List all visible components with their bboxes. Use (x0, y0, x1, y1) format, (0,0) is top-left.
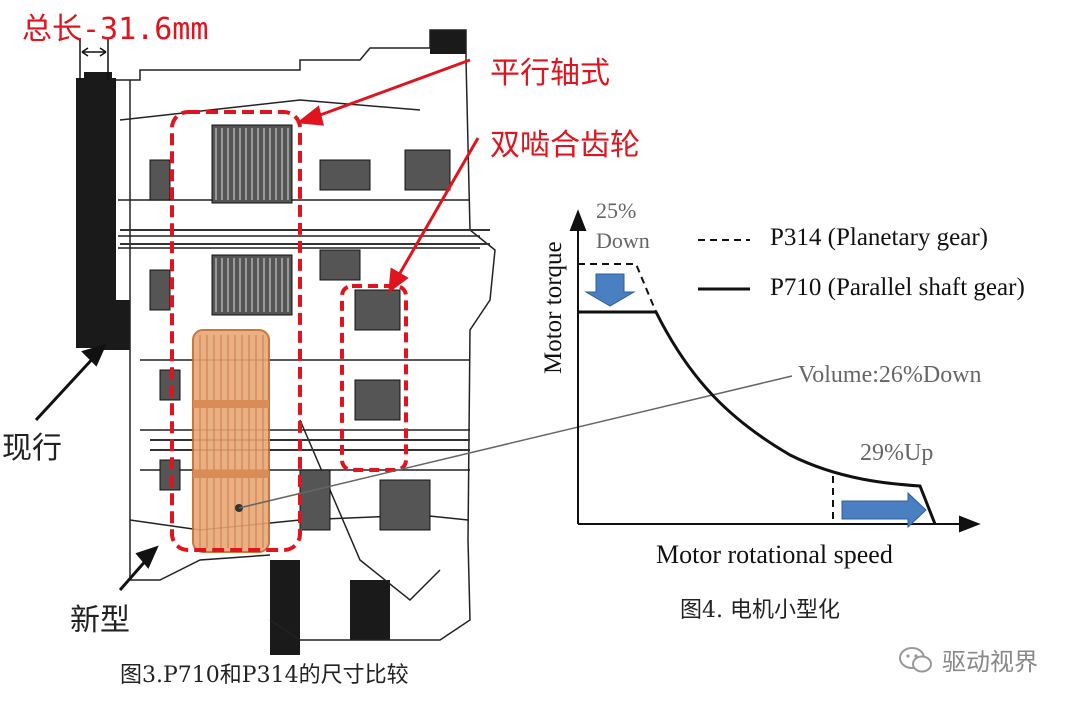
torque-down-word: Down (596, 228, 650, 253)
motor-block (192, 329, 270, 553)
chart-axes (569, 209, 981, 533)
label-arrows (34, 343, 159, 591)
parallel-shaft-outline (170, 110, 302, 552)
legend-label-p710: P710 (Parallel shaft gear) (770, 274, 1025, 301)
watermark: 驱动视界 (898, 642, 1038, 677)
gear-hatching (215, 128, 289, 312)
speed-annotation: 29%Up (860, 440, 934, 466)
x-axis-label: Motor rotational speed (656, 540, 893, 569)
series-p314-line (578, 263, 834, 524)
double-mesh-outline (340, 284, 408, 472)
figure-4-caption: 图4. 电机小型化 (680, 598, 840, 623)
red-arrows (296, 58, 480, 294)
wechat-icon (899, 646, 932, 672)
torque-down-arrow (584, 273, 636, 307)
length-label: 总长-31.6mm (22, 12, 209, 47)
speed-up-arrow (841, 491, 927, 529)
current-model-label: 现行 (2, 431, 62, 466)
y-axis-label: Motor torque (540, 241, 567, 374)
new-model-label: 新型 (70, 603, 130, 638)
volume-leader (238, 375, 793, 509)
double-mesh-gear-label: 双啮合齿轮 (490, 128, 640, 163)
legend-label-p314: P314 (Planetary gear) (770, 224, 988, 251)
torque-annotation: 25% Down (596, 196, 650, 256)
torque-percent: 25% (596, 198, 637, 223)
housing-outline (76, 30, 466, 655)
series-p710-line (578, 310, 937, 525)
parallel-shaft-label: 平行轴式 (490, 56, 610, 91)
figure-3-caption: 图3.P710和P314的尺寸比较 (120, 663, 409, 688)
volume-annotation: Volume:26%Down (798, 362, 982, 388)
length-dimension (79, 38, 109, 80)
watermark-text: 驱动视界 (942, 648, 1038, 676)
